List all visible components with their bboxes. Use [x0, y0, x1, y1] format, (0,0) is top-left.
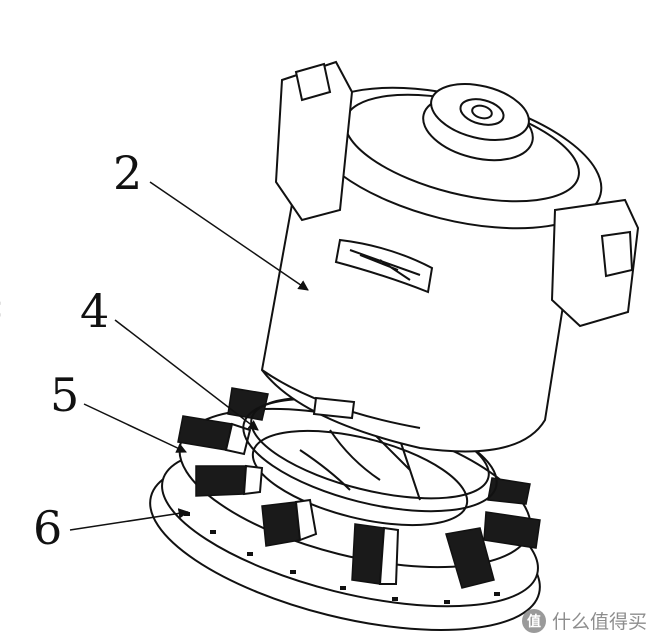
leader-lines: [69, 181, 309, 531]
leader-fan: [83, 403, 187, 453]
label-base-plate: 6: [33, 501, 63, 555]
leader-base: [69, 508, 190, 531]
watermark: 值 什么值得买: [521, 607, 647, 634]
leader-motor: [149, 181, 309, 291]
watermark-text: 什么值得买: [551, 611, 647, 633]
watermark-badge: 值: [521, 608, 546, 633]
label-motor: 2: [113, 146, 143, 200]
leader-ring: [114, 319, 259, 431]
chevron-left-icon[interactable]: ‹: [0, 288, 16, 328]
motor-body: [260, 60, 640, 453]
label-fan-blades: 5: [50, 368, 80, 422]
label-impeller-ring: 4: [80, 284, 110, 338]
